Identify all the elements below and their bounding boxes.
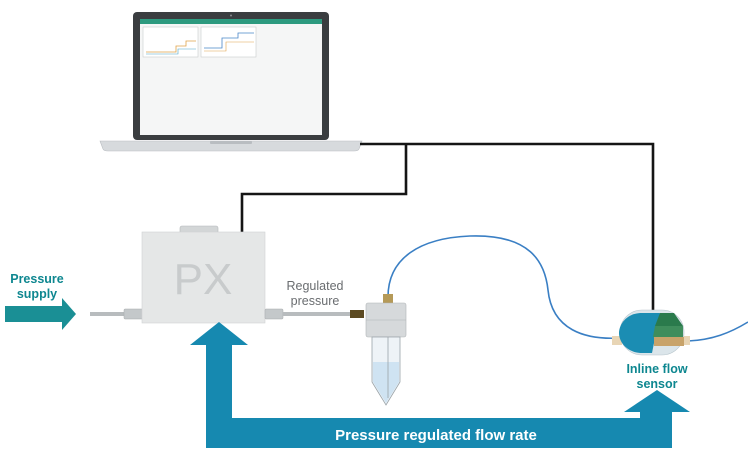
inline-flow-sensor — [612, 309, 690, 356]
laptop-notch — [210, 141, 252, 144]
pressure-supply-label-line1: Pressure — [10, 272, 64, 286]
regulated-pressure-label-line1: Regulated — [287, 279, 344, 293]
inlet-connector — [123, 308, 144, 320]
px-body — [141, 231, 266, 324]
sensor-chip — [654, 337, 684, 346]
reservoir-liquid — [373, 362, 399, 403]
laptop-camera — [230, 14, 232, 17]
feedback-label: Pressure regulated flow rate — [335, 427, 537, 444]
inlet-tube — [90, 312, 126, 316]
app-left-plot-line — [146, 40, 196, 53]
outlet-tube — [283, 312, 351, 316]
app-right-plot-line-2 — [204, 41, 254, 52]
sensor-board-dark — [655, 313, 683, 326]
pressure-supply-label-line2: supply — [17, 287, 57, 301]
outlet-connector — [264, 308, 284, 320]
feedback-arrow — [190, 322, 690, 448]
tubing-reservoir-to-sensor — [387, 235, 621, 340]
cable-laptop-to-px — [240, 144, 408, 232]
regulated-pressure-label-line2: pressure — [291, 294, 340, 308]
data-cables — [240, 142, 655, 312]
sensor-inlet-fitting — [612, 336, 622, 345]
px-label: PX — [174, 255, 233, 304]
app-left-plot-line-2 — [146, 48, 196, 55]
sensor-blue-cap — [619, 313, 660, 353]
sensor-label-line2: sensor — [637, 377, 678, 391]
pressure-supply-arrow — [5, 298, 76, 330]
sensor-label-line1: Inline flow — [626, 362, 687, 376]
reservoir — [365, 294, 407, 406]
tubing-sensor-outlet — [687, 321, 748, 342]
reservoir-top-fitting — [383, 294, 393, 304]
cable-laptop-to-sensor — [360, 142, 655, 312]
sensor-board — [653, 326, 683, 337]
app-panel-left — [142, 26, 199, 58]
sensor-outlet-fitting — [681, 336, 690, 345]
app-right-plot-line — [204, 32, 254, 49]
app-titlebar — [140, 19, 322, 24]
laptop — [99, 12, 363, 152]
laptop-base — [99, 140, 363, 152]
outlet-brass-fitting — [350, 310, 364, 318]
px-device: PX — [141, 225, 266, 324]
